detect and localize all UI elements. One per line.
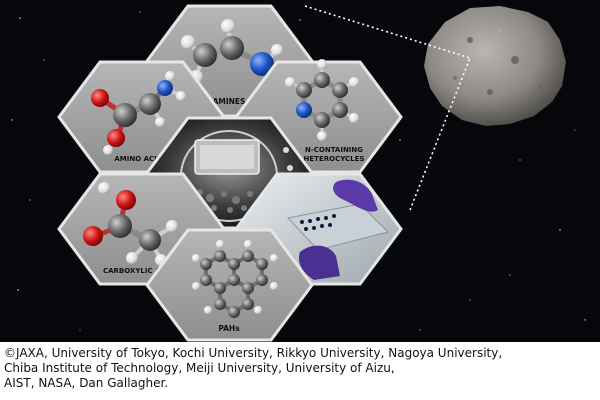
hydrogen-atom	[271, 44, 283, 56]
credit-line: Chiba Institute of Technology, Meiji Uni…	[4, 361, 395, 375]
hydrogen-atom	[165, 71, 175, 81]
carbon-atom	[220, 36, 244, 60]
hydrogen-atom	[181, 35, 195, 49]
credit-line: ©JAXA, University of Tokyo, Kochi Univer…	[4, 346, 503, 360]
hex-pahs: PAHs	[145, 228, 314, 342]
carbon-atom	[314, 72, 330, 88]
hydrogen-atom	[285, 77, 295, 87]
carbon-atom	[139, 229, 161, 251]
glove	[298, 245, 340, 280]
label-amines: AMINES	[213, 97, 246, 106]
oxygen-atom	[83, 226, 103, 246]
nitrogen-atom	[296, 102, 312, 118]
label-heterocycles: HETEROCYCLES	[304, 155, 365, 163]
carbon-atom	[139, 93, 161, 115]
stars	[11, 11, 586, 331]
carbon-atom	[332, 82, 348, 98]
oxygen-atom	[107, 129, 125, 147]
label-amino-acids: AMINO ACIDS	[114, 155, 167, 163]
oxygen-atom	[91, 89, 109, 107]
hydrogen-atom	[103, 145, 113, 155]
hydrogen-atom	[176, 91, 186, 101]
credit-line: AIST, NASA, Dan Gallagher.	[4, 376, 169, 390]
hydrogen-atom	[126, 252, 138, 264]
hydrogen-atom	[317, 59, 327, 69]
carbon-atom	[193, 43, 217, 67]
carbon-atom	[314, 112, 330, 128]
carbon-atom	[296, 82, 312, 98]
label-n-containing: N-CONTAINING	[305, 146, 363, 154]
asteroid	[424, 6, 566, 126]
carbon-atom	[332, 102, 348, 118]
glove	[333, 179, 378, 212]
hydrogen-atom	[349, 77, 359, 87]
carbon-atom	[113, 103, 137, 127]
hydrogen-atom	[349, 113, 359, 123]
nitrogen-atom	[157, 80, 173, 96]
hydrogen-atom	[155, 117, 165, 127]
label-carboxylic-acids: CARBOXYLIC ACIDS	[103, 267, 179, 275]
credit-text: ©JAXA, University of Tokyo, Kochi Univer…	[4, 346, 596, 391]
hydrogen-atom	[98, 182, 110, 194]
illustration: AMINES AMINO ACIDS	[0, 0, 600, 342]
hydrogen-atom	[317, 131, 327, 141]
label-pahs: PAHs	[218, 324, 240, 333]
nitrogen-atom	[250, 52, 274, 76]
credit-area: ©JAXA, University of Tokyo, Kochi Univer…	[0, 342, 600, 400]
hydrogen-atom	[166, 220, 178, 232]
carbon-atom	[108, 214, 132, 238]
hydrogen-atom	[221, 19, 235, 33]
zoom-lines	[304, 5, 471, 211]
oxygen-atom	[116, 190, 136, 210]
